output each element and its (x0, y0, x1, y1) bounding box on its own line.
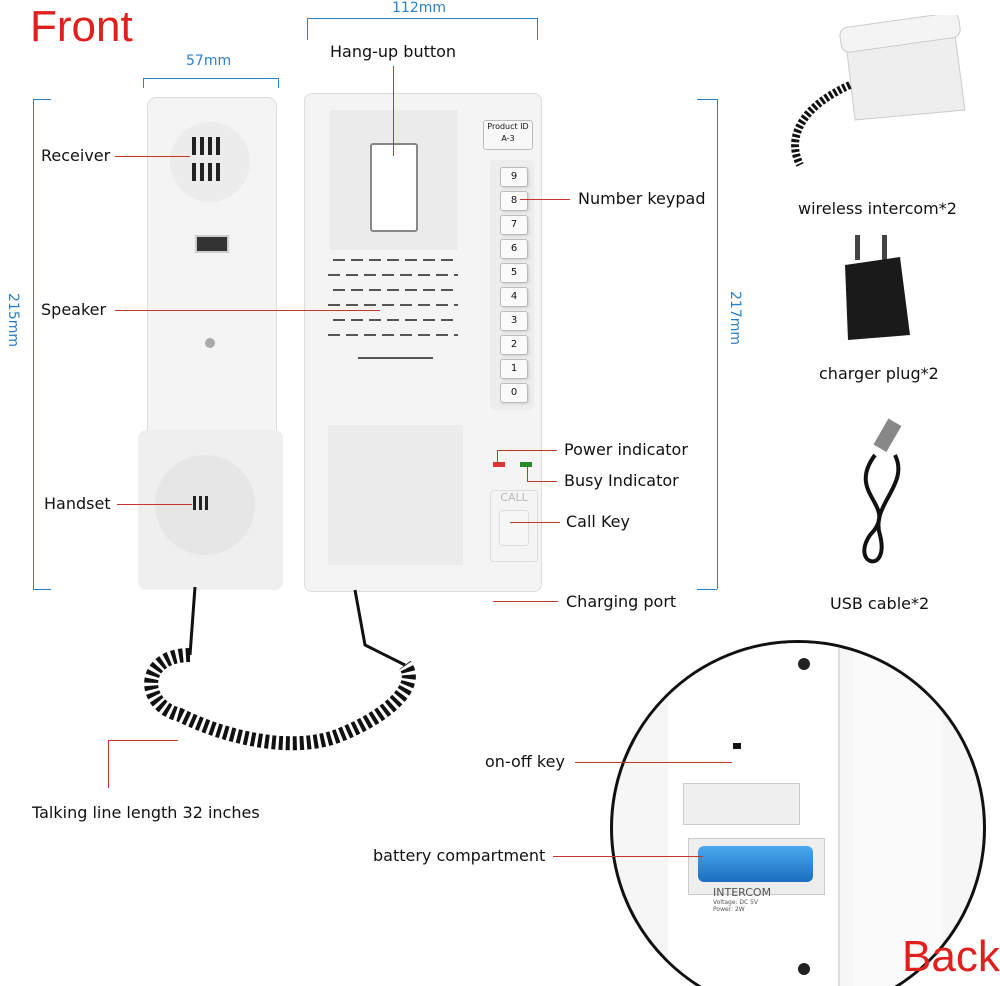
coiled-cord-image (144, 586, 416, 751)
usb-cable-image (862, 418, 902, 564)
callout-cord: Talking line length 32 inches (32, 803, 260, 822)
callout-keypad: Number keypad (578, 189, 706, 208)
key-4: 4 (500, 287, 528, 307)
back-view-image: INTERCOM Voltage: DC 5V Power: 2W (610, 640, 986, 986)
callout-battery: battery compartment (373, 846, 546, 865)
key-0: 0 (500, 383, 528, 403)
callout-speaker: Speaker (41, 300, 107, 319)
speaker-grille-icon (328, 259, 458, 359)
callout-charging: Charging port (566, 592, 677, 611)
accessory-usb-label: USB cable*2 (830, 594, 930, 613)
accessory-charger-label: charger plug*2 (819, 364, 939, 383)
key-9: 9 (500, 167, 528, 187)
key-5: 5 (500, 263, 528, 283)
key-8: 8 (500, 191, 528, 211)
callout-onoff: on-off key (485, 752, 565, 771)
callout-hangup: Hang-up button (330, 42, 457, 61)
dim-handset-height: 215mm (5, 293, 21, 347)
accessory-intercom-label: wireless intercom*2 (798, 199, 957, 218)
key-3: 3 (500, 311, 528, 331)
intercom-accessory-image (791, 15, 966, 167)
dim-base-width: 112mm (392, 0, 446, 16)
dim-base-height: 217mm (727, 291, 743, 345)
callout-call-key: Call Key (566, 512, 630, 531)
call-key: CALL (490, 490, 538, 562)
dim-handset-width: 57mm (186, 53, 232, 69)
callout-handset: Handset (44, 494, 111, 513)
callout-power: Power indicator (564, 440, 688, 459)
front-title: Front (30, 2, 133, 51)
battery-image (698, 846, 813, 882)
callout-busy: Busy Indicator (564, 471, 679, 490)
hangup-button (370, 143, 418, 232)
key-6: 6 (500, 239, 528, 259)
key-2: 2 (500, 335, 528, 355)
charger-plug-image (845, 235, 910, 340)
power-led (493, 462, 505, 467)
callout-receiver: Receiver (41, 146, 111, 165)
back-title: Back (902, 932, 1000, 981)
back-label: INTERCOM Voltage: DC 5V Power: 2W (713, 886, 772, 913)
key-7: 7 (500, 215, 528, 235)
receiver-grille-icon (192, 137, 220, 181)
key-1: 1 (500, 359, 528, 379)
onoff-switch (733, 743, 741, 749)
busy-led (520, 462, 532, 467)
